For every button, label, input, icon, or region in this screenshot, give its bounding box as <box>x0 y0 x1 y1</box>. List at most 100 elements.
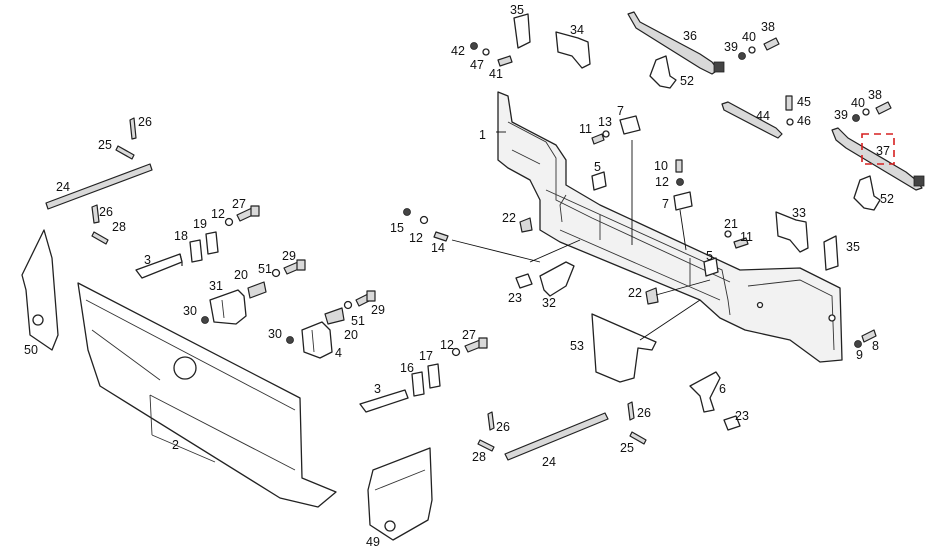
part-plate-17[interactable] <box>427 363 441 389</box>
part-clip-20-lower[interactable] <box>324 307 345 325</box>
callout-32: 32 <box>542 296 556 310</box>
part-nut-13[interactable] <box>602 130 610 138</box>
part-washer-12-mid[interactable] <box>419 215 429 225</box>
callout-30-lower: 30 <box>268 327 282 341</box>
part-nut-39-upper[interactable] <box>738 52 746 60</box>
part-bolt-41[interactable] <box>497 55 513 67</box>
part-bracket-4[interactable] <box>301 321 333 359</box>
part-nut-12-right[interactable] <box>676 178 684 186</box>
part-bolt-38-lower[interactable] <box>875 101 892 115</box>
part-washer-51-lower[interactable] <box>343 300 353 310</box>
part-bracket-31[interactable] <box>209 289 247 325</box>
part-washer-40-lower[interactable] <box>862 108 870 116</box>
part-washer-9[interactable] <box>854 340 862 348</box>
callout-26-upper: 26 <box>138 115 152 129</box>
part-washer-21[interactable] <box>724 230 732 238</box>
callout-7-lower: 7 <box>662 197 669 211</box>
part-plate-53[interactable] <box>591 313 657 383</box>
callout-40-upper: 40 <box>742 30 756 44</box>
part-washer-12-upper[interactable] <box>224 217 234 227</box>
part-cable-37[interactable] <box>831 127 925 191</box>
part-nut-30-upper[interactable] <box>201 316 209 324</box>
part-bracket-52-upper[interactable] <box>649 55 677 89</box>
part-bolt-38-upper[interactable] <box>763 37 780 51</box>
callout-17: 17 <box>419 349 433 363</box>
part-bracket-7-upper[interactable] <box>619 115 641 135</box>
part-bracket-35-upper[interactable] <box>513 13 531 49</box>
part-grommet-23-lower[interactable] <box>723 415 741 431</box>
part-strap-upper[interactable] <box>45 163 153 210</box>
callout-20-lower: 20 <box>344 328 358 342</box>
part-bracket-35-lower[interactable] <box>823 235 839 271</box>
part-clip-22-lower[interactable] <box>645 287 659 305</box>
part-end-cap-left[interactable] <box>21 229 59 351</box>
part-bolt-11-lower[interactable] <box>733 237 749 249</box>
part-bolt-45[interactable] <box>785 95 793 111</box>
part-cable-36[interactable] <box>627 11 725 75</box>
callout-35-lower: 35 <box>846 240 860 254</box>
part-bracket-3-lower[interactable] <box>359 389 409 413</box>
callout-13: 13 <box>598 115 612 129</box>
part-bolt-11-upper[interactable] <box>591 133 605 145</box>
part-bolt-14[interactable] <box>433 231 449 242</box>
part-bumper-beam[interactable] <box>497 91 843 363</box>
part-pin-28-left[interactable] <box>91 231 109 245</box>
part-plate-16[interactable] <box>411 371 425 397</box>
part-clip-22-upper[interactable] <box>519 217 533 233</box>
callout-46: 46 <box>797 114 811 128</box>
callout-24-upper: 24 <box>56 180 70 194</box>
part-clip-5-lower[interactable] <box>703 257 719 277</box>
part-clip-26-upper[interactable] <box>129 117 137 140</box>
part-washer-47[interactable] <box>482 48 490 56</box>
part-clip-26-lower-right[interactable] <box>627 401 635 421</box>
part-bracket-52-lower[interactable] <box>853 175 881 211</box>
callout-35-upper: 35 <box>510 3 524 17</box>
callout-34: 34 <box>570 23 584 37</box>
part-pin-25-upper[interactable] <box>115 145 135 160</box>
highlight-box-37 <box>861 133 895 165</box>
part-washer-40-upper[interactable] <box>748 46 756 54</box>
part-clip-5-upper[interactable] <box>591 171 607 191</box>
part-washer-51-upper[interactable] <box>271 268 281 278</box>
part-nut-39-lower[interactable] <box>852 114 860 122</box>
callout-18: 18 <box>174 229 188 243</box>
callout-14: 14 <box>431 241 445 255</box>
part-nut-15[interactable] <box>403 208 411 216</box>
part-bracket-6[interactable] <box>689 371 721 413</box>
callout-6: 6 <box>719 382 726 396</box>
part-bracket-7-lower[interactable] <box>673 191 693 211</box>
part-clip-26-lower-left[interactable] <box>487 411 495 431</box>
part-nut-42[interactable] <box>470 42 478 50</box>
callout-41: 41 <box>489 67 503 81</box>
part-bumper-cover[interactable] <box>77 282 337 508</box>
part-bolt-29-upper[interactable] <box>283 259 306 275</box>
callout-24-lower: 24 <box>542 455 556 469</box>
part-plate-18[interactable] <box>189 239 203 263</box>
part-washer-46[interactable] <box>786 118 794 126</box>
part-bracket-3-upper[interactable] <box>135 253 183 279</box>
part-grommet-23-upper[interactable] <box>515 273 533 289</box>
callout-12-right: 12 <box>655 175 669 189</box>
part-washer-12-lower[interactable] <box>451 347 461 357</box>
part-cable-44[interactable] <box>721 101 783 139</box>
part-bracket-34[interactable] <box>555 31 591 69</box>
part-bolt-29-lower[interactable] <box>355 290 376 307</box>
part-pin-28-lower[interactable] <box>477 439 495 452</box>
part-plate-19[interactable] <box>205 231 219 255</box>
part-bolt-27-upper[interactable] <box>236 205 260 222</box>
part-nut-30-lower[interactable] <box>286 336 294 344</box>
part-bracket-33[interactable] <box>775 211 809 253</box>
callout-22-upper: 22 <box>502 211 516 225</box>
callout-8: 8 <box>872 339 879 353</box>
callout-19: 19 <box>193 217 207 231</box>
callout-51-lower: 51 <box>351 314 365 328</box>
part-end-cap-right[interactable] <box>367 447 433 541</box>
part-bolt-10[interactable] <box>675 159 683 173</box>
part-strap-lower[interactable] <box>504 412 609 461</box>
part-clip-20-upper[interactable] <box>247 281 267 299</box>
part-bolt-8[interactable] <box>861 329 877 343</box>
part-clip-26-mid[interactable] <box>91 204 100 224</box>
part-bolt-27-lower[interactable] <box>464 337 488 353</box>
part-pin-25-lower[interactable] <box>629 431 647 445</box>
part-bracket-32[interactable] <box>539 261 575 297</box>
